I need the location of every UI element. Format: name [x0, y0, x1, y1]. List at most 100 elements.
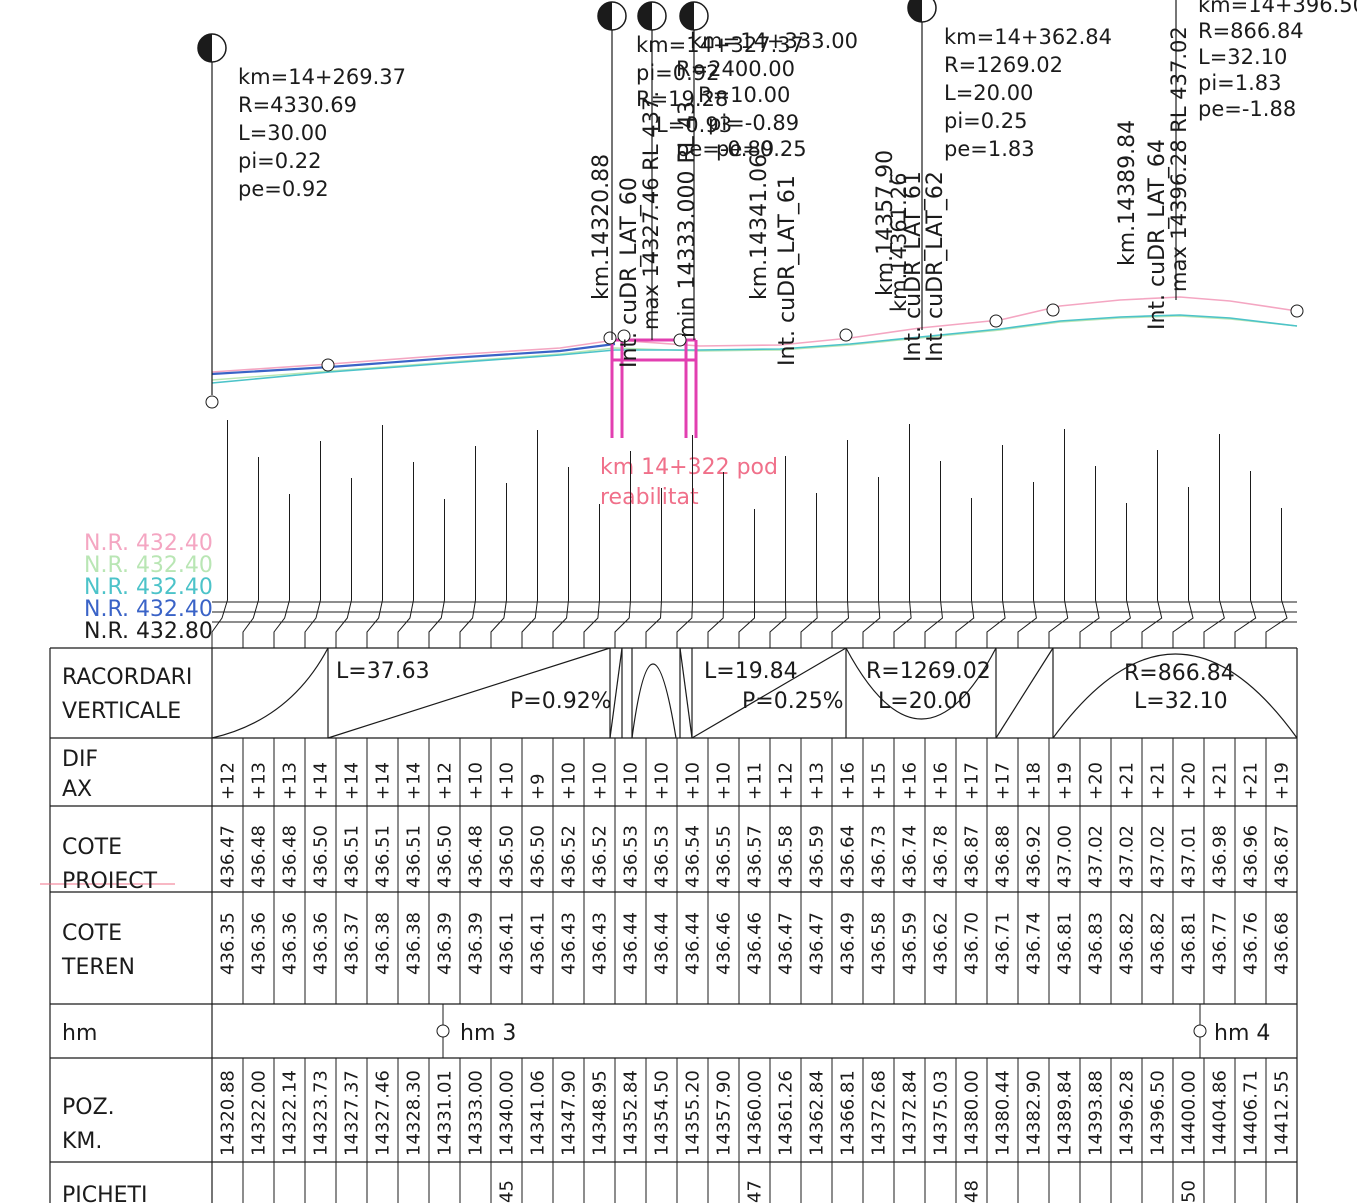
poz-cell: 14360.00: [745, 1070, 766, 1156]
profile-area: km 14+322 pod reabilitat: [84, 0, 1357, 648]
poz-cell: 14396.28: [1117, 1070, 1138, 1156]
overlap-text: L=0.93: [656, 113, 732, 137]
vertical-label: km.14389.84: [1115, 120, 1140, 266]
proiect-cell: 436.48: [249, 825, 270, 888]
half-circle-icon: [637, 1, 667, 31]
poz-cell: 14341.06: [528, 1070, 549, 1156]
teren-cell: 436.38: [373, 912, 394, 975]
curve-point-marker: [839, 328, 853, 342]
dif-cell: +10: [621, 762, 642, 800]
vertical-labels: km.14320.88 Int. cuDR_LAT_60 max 14327.4…: [589, 26, 1191, 368]
dif-cell: +12: [218, 762, 239, 800]
dif-cell: +10: [466, 762, 487, 800]
curve-km: km=14+269.37: [238, 65, 406, 89]
overlap-text: pi=0.92: [636, 61, 720, 85]
row-label-picheti: PICHETI: [62, 1183, 148, 1203]
poz-cell: 14323.73: [311, 1070, 332, 1156]
row-label-teren: COTE: [62, 921, 122, 946]
dif-cell: +12: [435, 762, 456, 800]
dif-cell: +17: [962, 762, 983, 800]
curve-symbols: [197, 0, 937, 63]
poz-cell: 14361.26: [776, 1070, 797, 1156]
profile-table: RACORDARI VERTICALE DIF AX COTE PROIECT …: [40, 647, 1298, 1203]
nr-label-black: N.R. 432.80: [84, 619, 213, 644]
curve-length: L=32.10: [1198, 45, 1287, 69]
dif-cell: +10: [652, 762, 673, 800]
curve-point-marker: [205, 395, 219, 409]
project-line-green: [211, 315, 1298, 381]
dif-cell: +12: [776, 762, 797, 800]
teren-cell: 436.39: [466, 912, 487, 975]
poz-cell: 14354.50: [652, 1070, 673, 1156]
poz-cell: 14328.30: [404, 1070, 425, 1156]
half-circle-icon: [597, 1, 627, 31]
teren-cell: 436.43: [590, 912, 611, 975]
proiect-cell: 437.02: [1086, 825, 1107, 888]
dif-cell: +16: [838, 762, 859, 800]
curve-point-marker: [989, 314, 1003, 328]
dif-cell: +20: [1179, 762, 1200, 800]
poz-cell: 14412.55: [1272, 1070, 1293, 1156]
hm-marker-icon: [1193, 1024, 1207, 1038]
station-leader-line: [676, 599, 693, 648]
teren-cell: 436.81: [1179, 912, 1200, 975]
station-leader-line: [831, 599, 849, 648]
proiect-cell: 436.87: [1272, 825, 1293, 888]
curve-point-marker: [1046, 303, 1060, 317]
proiect-cell: 437.01: [1179, 825, 1200, 888]
hm-marker-icon: [436, 1024, 450, 1038]
dif-cell: +10: [683, 762, 704, 800]
poz-cell: 14380.00: [962, 1070, 983, 1156]
station-leader-line: [769, 599, 787, 648]
station-leader-line: [366, 599, 383, 648]
poz-cell: 14357.90: [714, 1070, 735, 1156]
dif-cell: +16: [931, 762, 952, 800]
poz-cell: 14375.03: [931, 1070, 952, 1156]
teren-cell: 436.70: [962, 912, 983, 975]
station-leader-line: [986, 599, 1006, 648]
overlap-text: R=19.28: [636, 87, 728, 111]
teren-cell: 436.49: [838, 912, 859, 975]
proiect-cell: 436.59: [807, 825, 828, 888]
poz-cell: 14340.00: [497, 1070, 518, 1156]
dif-cell: +18: [1024, 762, 1045, 800]
poz-cell: 14382.90: [1024, 1070, 1045, 1156]
teren-cell: 436.36: [249, 912, 270, 975]
proiect-cell: 437.02: [1148, 825, 1169, 888]
proiect-cell: 436.52: [590, 825, 611, 888]
curve-pe: pe=1.83: [944, 137, 1035, 161]
station-leader-line: [304, 599, 321, 648]
nr-label-cyan: N.R. 432.40: [84, 575, 213, 600]
station-leader-line: [1079, 599, 1100, 648]
nr-label-blue: N.R. 432.40: [84, 597, 213, 622]
proiect-cell: 436.50: [311, 825, 332, 888]
teren-cell: 436.71: [993, 912, 1014, 975]
dif-cell: +13: [807, 762, 828, 800]
teren-cell: 436.41: [497, 912, 518, 975]
teren-cell: 436.74: [1024, 912, 1045, 975]
table-columns: +12436.47436.3514320.88+13436.48436.3614…: [218, 738, 1293, 1203]
teren-cell: 436.47: [776, 912, 797, 975]
nr-label-green: N.R. 432.40: [84, 553, 213, 578]
teren-cell: 436.41: [528, 912, 549, 975]
row-label-dif: DIF: [62, 747, 98, 772]
overlap-text: R=2400.00: [676, 57, 795, 81]
teren-cell: 436.43: [559, 912, 580, 975]
proiect-cell: 436.55: [714, 825, 735, 888]
dif-cell: +21: [1210, 762, 1231, 800]
curve-pe: pe=-1.88: [1198, 97, 1296, 121]
racordare-text: R=866.84: [1124, 661, 1235, 686]
proiect-cell: 436.58: [776, 825, 797, 888]
reference-levels: N.R. 432.40 N.R. 432.40 N.R. 432.40 N.R.…: [84, 531, 213, 644]
racordare-text: P=0.92%: [510, 689, 612, 714]
terrain-line-cyan: [211, 314, 1298, 384]
station-leader-line: [428, 599, 445, 648]
racordare-text: L=20.00: [878, 689, 972, 714]
station-leader-line: [738, 600, 755, 648]
station-leader-line: [707, 599, 724, 648]
teren-cell: 436.82: [1148, 912, 1169, 975]
poz-cell: 14331.01: [435, 1070, 456, 1156]
dif-cell: +14: [342, 762, 363, 800]
station-leader-line: [862, 599, 881, 648]
station-leader-line: [1203, 599, 1225, 648]
